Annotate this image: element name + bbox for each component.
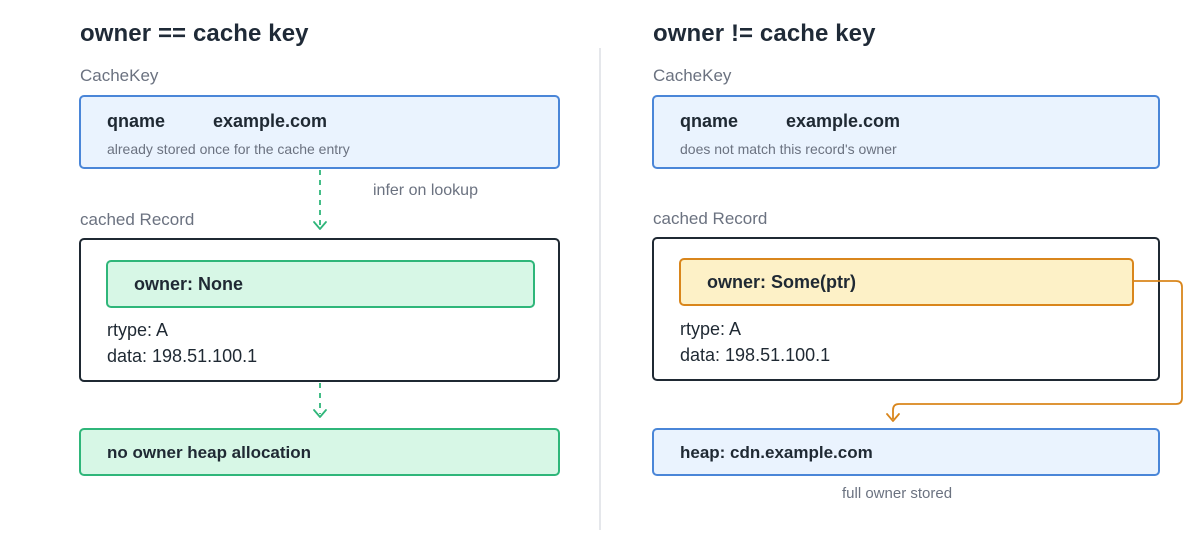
left-data: data: 198.51.100.1 — [107, 346, 258, 366]
left-qname-field: qname — [107, 111, 166, 131]
heap-box: heap: cdn.example.com — [652, 428, 1160, 476]
left-cachekey-label: CacheKey — [80, 66, 159, 85]
left-rtype: rtype: A — [107, 320, 169, 340]
left-qname-value: example.com — [213, 111, 328, 131]
left-cachekey-box: qname example.com already stored once fo… — [79, 95, 560, 169]
pointer-arrow — [886, 280, 1183, 422]
panel-divider — [599, 48, 601, 530]
no-heap-text: no owner heap allocation — [107, 443, 312, 462]
infer-note: infer on lookup — [373, 182, 478, 199]
right-owner-some-box: owner: Some(ptr) — [679, 258, 1134, 306]
dashed-arrow-down-2 — [313, 383, 327, 418]
right-qname-field: qname — [680, 111, 739, 131]
left-owner-none-box: owner: None — [106, 260, 535, 308]
heap-text: heap: cdn.example.com — [680, 443, 873, 462]
dashed-arrow-down-1 — [313, 170, 327, 230]
right-owner-text: owner: Some(ptr) — [707, 272, 857, 292]
no-heap-box: no owner heap allocation — [79, 428, 560, 476]
right-record-label: cached Record — [653, 209, 768, 228]
right-cachekey-note: does not match this record's owner — [680, 141, 897, 157]
right-record-box: owner: Some(ptr) rtype: A data: 198.51.1… — [652, 237, 1160, 381]
right-title: owner != cache key — [653, 20, 876, 47]
right-cachekey-label: CacheKey — [653, 66, 732, 85]
left-owner-text: owner: None — [134, 274, 244, 294]
heap-note: full owner stored — [842, 485, 953, 502]
right-cachekey-box: qname example.com does not match this re… — [652, 95, 1160, 169]
right-data: data: 198.51.100.1 — [680, 345, 831, 365]
left-record-box: owner: None rtype: A data: 198.51.100.1 — [79, 238, 560, 382]
left-cachekey-note: already stored once for the cache entry — [107, 141, 350, 157]
right-rtype: rtype: A — [680, 319, 742, 339]
left-title: owner == cache key — [80, 20, 309, 47]
left-record-label: cached Record — [80, 210, 195, 229]
right-qname-value: example.com — [786, 111, 901, 131]
